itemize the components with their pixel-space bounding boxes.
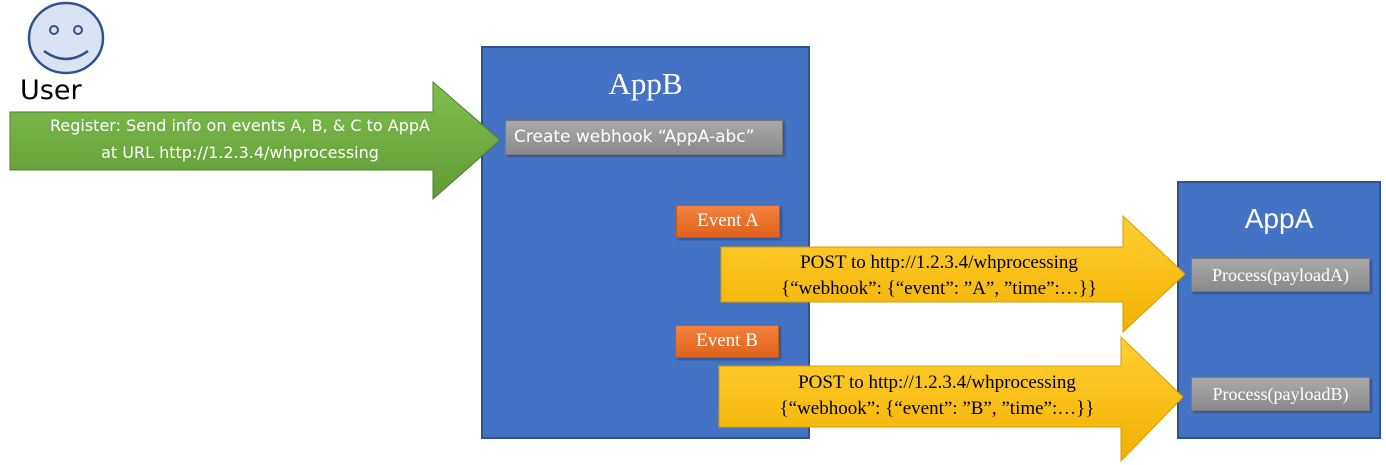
register-line-1: Register: Send info on events A, B, & C … xyxy=(50,116,430,135)
appb-title: AppB xyxy=(608,66,683,101)
appa-title: AppA xyxy=(1244,203,1314,234)
register-arrow-text: Register: Send info on events A, B, & C … xyxy=(0,112,480,166)
post-b-line-2: {“webhook”: {“event”: ”B”, ”time”:…}} xyxy=(779,398,1095,419)
smiley-face-icon xyxy=(27,1,105,75)
post-arrow-a xyxy=(720,214,1186,334)
register-arrow xyxy=(9,80,501,201)
process-b-tag: Process(payloadB) xyxy=(1191,377,1370,411)
post-a-line-1: POST to http://1.2.3.4/whprocessing xyxy=(800,252,1078,273)
post-arrow-b xyxy=(718,335,1184,463)
create-webhook-tag: Create webhook “AppA-abc” xyxy=(505,120,783,155)
user-label: User xyxy=(20,75,82,106)
post-arrow-a-text: POST to http://1.2.3.4/whprocessing {“we… xyxy=(719,250,1159,302)
post-a-line-2: {“webhook”: {“event”: ”A”, ”time”:…}} xyxy=(780,278,1098,299)
event-b-tag: Event B xyxy=(675,325,779,358)
register-line-2: at URL http://1.2.3.4/whprocessing xyxy=(101,143,379,162)
process-a-tag: Process(payloadA) xyxy=(1191,258,1370,292)
post-arrow-b-text: POST to http://1.2.3.4/whprocessing {“we… xyxy=(717,370,1157,422)
event-a-tag: Event A xyxy=(676,205,780,238)
post-b-line-1: POST to http://1.2.3.4/whprocessing xyxy=(798,372,1076,393)
